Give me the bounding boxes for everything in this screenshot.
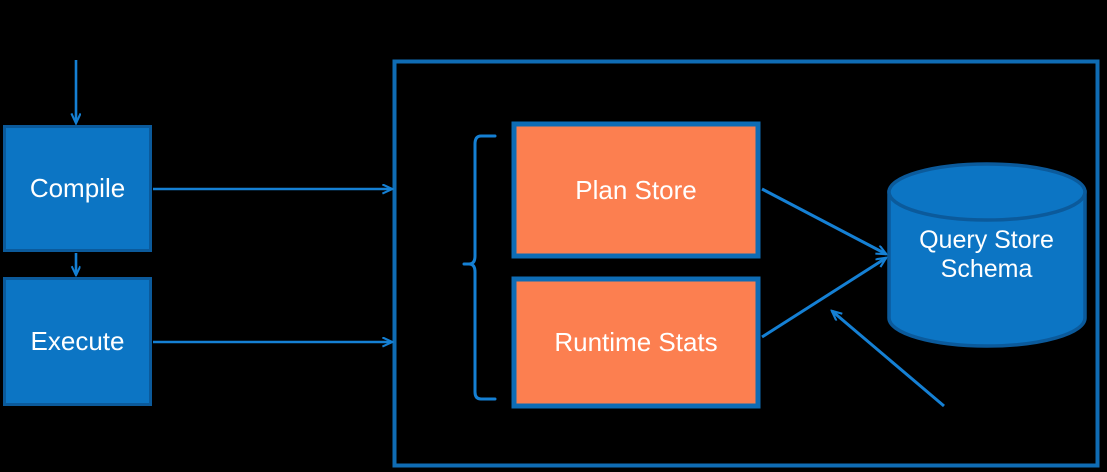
connector-runtime-stats-to-schema [761, 258, 886, 339]
connector-external-to-schema [832, 311, 945, 408]
node-execute[interactable] [3, 277, 152, 406]
node-plan-store[interactable] [511, 121, 761, 259]
node-runtime-stats[interactable] [511, 276, 761, 409]
grouping-brace [462, 134, 497, 401]
query-store-container [392, 59, 1100, 468]
node-compile[interactable] [3, 125, 152, 252]
connector-plan-store-to-schema [761, 187, 886, 254]
node-query-store-schema[interactable] [887, 162, 1087, 348]
